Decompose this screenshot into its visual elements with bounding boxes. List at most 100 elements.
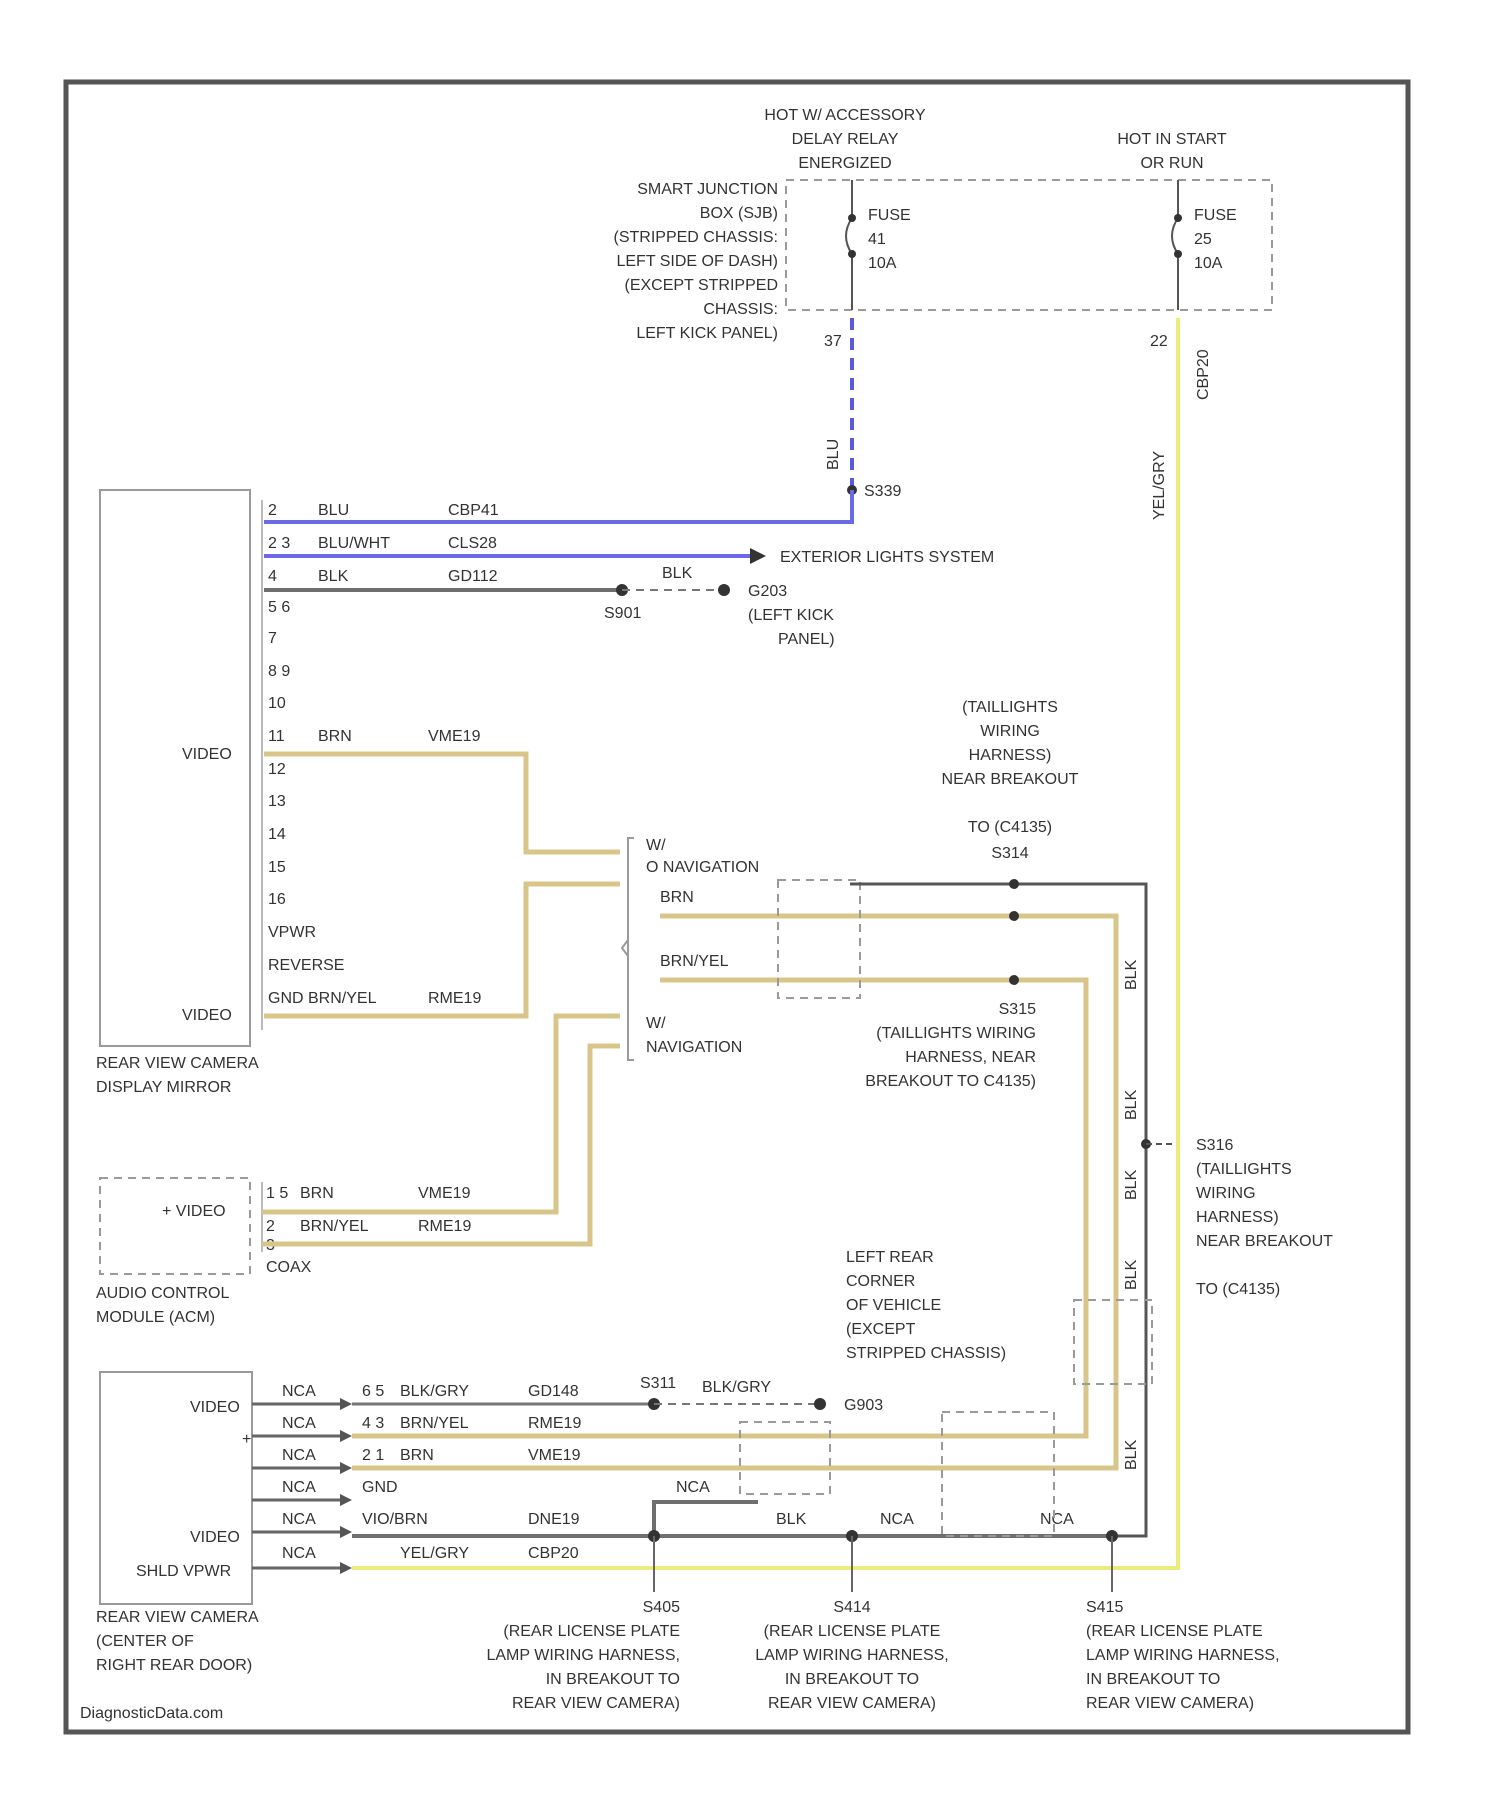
svg-text:VPWR: VPWR	[268, 924, 316, 941]
acm-title: AUDIO CONTROL MODULE (ACM)	[96, 1285, 229, 1326]
svg-text:REAR VIEW CAMERA): REAR VIEW CAMERA)	[512, 1695, 680, 1712]
svg-text:GD148: GD148	[528, 1383, 579, 1400]
svg-text:NCA: NCA	[282, 1511, 316, 1528]
svg-text:NCA: NCA	[282, 1479, 316, 1496]
svg-text:FUSE: FUSE	[1194, 207, 1237, 224]
svg-text:NEAR BREAKOUT: NEAR BREAKOUT	[1196, 1233, 1333, 1250]
nca-up-label: NCA	[676, 1479, 710, 1496]
svg-text:(EXCEPT STRIPPED: (EXCEPT STRIPPED	[624, 277, 778, 294]
svg-text:DISPLAY MIRROR: DISPLAY MIRROR	[96, 1079, 231, 1096]
svg-text:GD112: GD112	[448, 568, 498, 585]
s315-label: S315 (TAILLIGHTS WIRING HARNESS, NEAR BR…	[865, 1001, 1036, 1090]
pin-37: 37	[824, 333, 842, 350]
svg-text:GND: GND	[362, 1479, 398, 1496]
connector-c4135-b	[740, 1422, 830, 1494]
hot-start-label: HOT IN START OR RUN	[1117, 131, 1227, 172]
svg-text:CORNER: CORNER	[846, 1273, 915, 1290]
svg-text:VME19: VME19	[528, 1447, 581, 1464]
svg-text:SHLD VPWR: SHLD VPWR	[136, 1563, 231, 1580]
s415-label: S415 (REAR LICENSE PLATE LAMP WIRING HAR…	[1086, 1599, 1280, 1712]
svg-text:S315: S315	[999, 1001, 1036, 1018]
ground-g203-loc-1: (LEFT KICK	[748, 607, 834, 624]
s316-label: S316 (TAILLIGHTS WIRING HARNESS) NEAR BR…	[1196, 1137, 1333, 1298]
svg-text:IN BREAKOUT TO: IN BREAKOUT TO	[785, 1671, 919, 1688]
taillight-harness-label: (TAILLIGHTS WIRING HARNESS) NEAR BREAKOU…	[942, 699, 1079, 862]
svg-text:BLK/GRY: BLK/GRY	[400, 1383, 469, 1400]
svg-text:BOX (SJB): BOX (SJB)	[700, 205, 778, 222]
acm-box	[100, 1178, 250, 1274]
svg-text:(REAR LICENSE PLATE: (REAR LICENSE PLATE	[503, 1623, 680, 1640]
svg-text:MODULE (ACM): MODULE (ACM)	[96, 1309, 215, 1326]
svg-text:REAR VIEW CAMERA): REAR VIEW CAMERA)	[1086, 1695, 1254, 1712]
svg-text:10A: 10A	[868, 255, 897, 272]
ground-g903-label: G903	[844, 1397, 883, 1414]
wire-label-blu: BLU	[825, 439, 842, 470]
svg-text:2: 2	[268, 502, 277, 519]
svg-text:7: 7	[268, 630, 277, 647]
svg-text:BLK: BLK	[318, 568, 349, 585]
svg-text:BLU: BLU	[318, 502, 349, 519]
svg-text:IN BREAKOUT TO: IN BREAKOUT TO	[546, 1671, 680, 1688]
connector-c4135-c	[942, 1412, 1054, 1536]
hot-accessory-label: HOT W/ ACCESSORY DELAY RELAY ENERGIZED	[764, 107, 926, 172]
s405-label: S405 (REAR LICENSE PLATE LAMP WIRING HAR…	[486, 1599, 680, 1712]
wire-acm-brn	[262, 1016, 620, 1212]
svg-text:LEFT KICK PANEL): LEFT KICK PANEL)	[636, 325, 778, 342]
svg-text:10: 10	[268, 695, 286, 712]
svg-text:FUSE: FUSE	[868, 207, 911, 224]
svg-text:TO (C4135): TO (C4135)	[1196, 1281, 1280, 1298]
wire-label-nav-brn: BRN	[660, 889, 694, 906]
svg-text:BRN: BRN	[318, 728, 352, 745]
svg-text:HARNESS): HARNESS)	[1196, 1209, 1279, 1226]
camera-title: REAR VIEW CAMERA (CENTER OF RIGHT REAR D…	[96, 1609, 259, 1674]
splice-s311-label: S311	[640, 1375, 676, 1392]
svg-text:TO (C4135): TO (C4135)	[968, 819, 1052, 836]
pin-22: 22	[1150, 333, 1168, 350]
svg-text:BLK: BLK	[1123, 1089, 1140, 1120]
svg-text:41: 41	[868, 231, 886, 248]
svg-text:HOT IN START: HOT IN START	[1117, 131, 1227, 148]
svg-text:HARNESS): HARNESS)	[969, 747, 1052, 764]
splice-s315	[1009, 975, 1019, 985]
svg-text:REAR VIEW CAMERA: REAR VIEW CAMERA	[96, 1055, 259, 1072]
svg-text:2: 2	[266, 1218, 275, 1235]
svg-text:2 1: 2 1	[362, 1447, 384, 1464]
sjb-label: SMART JUNCTION BOX (SJB) (STRIPPED CHASS…	[614, 181, 778, 342]
svg-text:YEL/GRY: YEL/GRY	[400, 1545, 469, 1562]
svg-text:OR RUN: OR RUN	[1140, 155, 1203, 172]
camera-pin-arrows	[340, 1398, 352, 1574]
svg-text:VME19: VME19	[428, 728, 481, 745]
camera-pin-labels: VIDEO + VIDEO SHLD VPWR	[136, 1399, 251, 1580]
svg-text:+: +	[242, 1431, 251, 1448]
svg-text:2 3: 2 3	[268, 535, 290, 552]
svg-text:REAR VIEW CAMERA): REAR VIEW CAMERA)	[768, 1695, 936, 1712]
splice-brn-node	[1009, 911, 1019, 921]
svg-text:BLK: BLK	[1123, 1439, 1140, 1470]
svg-text:BRN: BRN	[300, 1185, 334, 1202]
svg-text:IN BREAKOUT TO: IN BREAKOUT TO	[1086, 1671, 1220, 1688]
svg-text:CHASSIS:: CHASSIS:	[703, 301, 778, 318]
wire-mirror-blu	[264, 490, 852, 522]
svg-text:NEAR BREAKOUT: NEAR BREAKOUT	[942, 771, 1079, 788]
wire-label-nav-brn-yel: BRN/YEL	[660, 953, 729, 970]
mirror-video-top: VIDEO	[182, 746, 232, 763]
ground-g203-icon	[718, 584, 730, 596]
svg-text:S405: S405	[643, 1599, 680, 1616]
fuse-25: FUSE 25 10A	[1172, 180, 1237, 310]
svg-text:BLK: BLK	[1123, 1169, 1140, 1200]
svg-text:NCA: NCA	[282, 1447, 316, 1464]
ground-g903-icon	[814, 1398, 826, 1410]
svg-text:GND BRN/YEL: GND BRN/YEL	[268, 990, 377, 1007]
svg-text:(TAILLIGHTS WIRING: (TAILLIGHTS WIRING	[876, 1025, 1036, 1042]
nca-mid-label: NCA	[880, 1511, 914, 1528]
svg-text:VIO/BRN: VIO/BRN	[362, 1511, 428, 1528]
svg-text:6 5: 6 5	[362, 1383, 384, 1400]
svg-text:NCA: NCA	[282, 1383, 316, 1400]
svg-text:12: 12	[268, 761, 286, 778]
svg-text:BLK: BLK	[1123, 959, 1140, 990]
svg-text:CBP41: CBP41	[448, 502, 499, 519]
splice-s339-label: S339	[864, 483, 901, 500]
wire-nca-up	[654, 1502, 758, 1536]
svg-text:(TAILLIGHTS: (TAILLIGHTS	[1196, 1161, 1292, 1178]
svg-text:WIRING: WIRING	[980, 723, 1040, 740]
